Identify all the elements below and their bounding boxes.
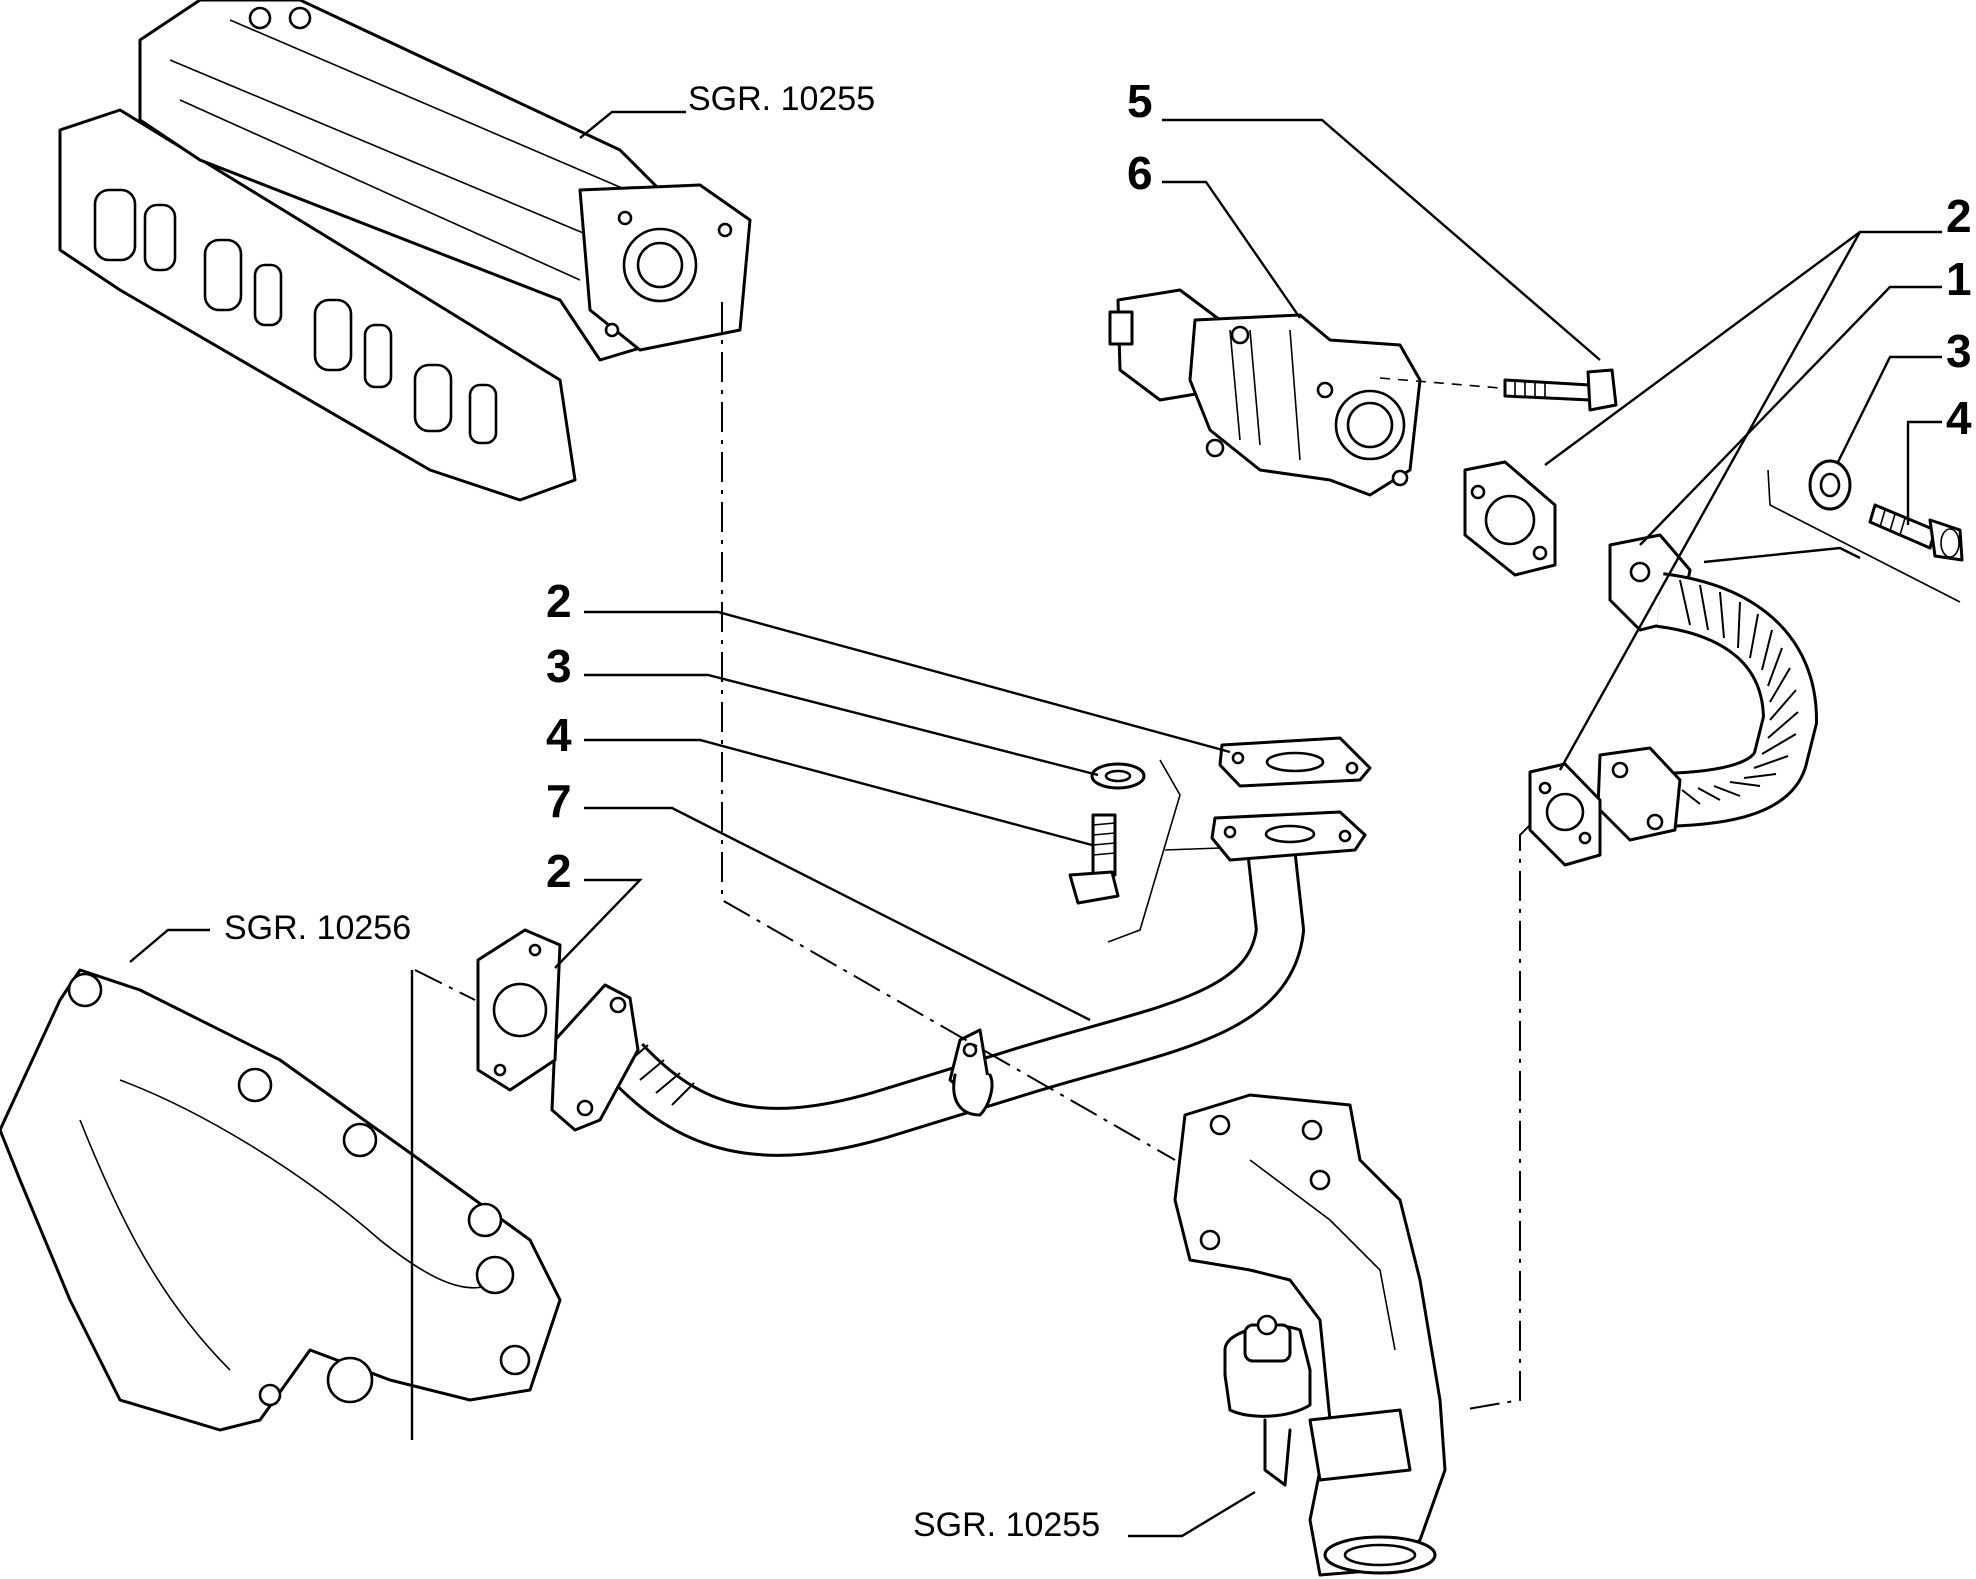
leader-left-2 xyxy=(554,878,643,969)
bracket-mid xyxy=(1107,759,1181,943)
intake-manifold xyxy=(58,0,752,502)
leader-mid-3 xyxy=(584,673,1099,777)
leader-right-2a xyxy=(1544,230,1942,466)
assembly-line-exhaust-top xyxy=(414,969,476,1001)
leader-right-2b xyxy=(1558,231,1862,771)
callout-5: 5 xyxy=(1127,75,1153,127)
washer-mid xyxy=(1090,762,1146,790)
gasket-mid xyxy=(1218,736,1372,788)
callout-left-2: 2 xyxy=(546,845,572,897)
leader-right-4 xyxy=(1906,420,1942,525)
leader-intake-manifold xyxy=(579,110,686,139)
callout-right-4: 4 xyxy=(1946,392,1972,444)
exhaust-manifold xyxy=(0,968,562,1432)
axis-bolt-top xyxy=(1379,377,1501,389)
egr-elbow xyxy=(1173,1093,1447,1577)
callout-6: 6 xyxy=(1127,147,1153,199)
gasket-left xyxy=(476,928,562,1092)
callout-mid-7: 7 xyxy=(546,775,572,827)
bolt-top xyxy=(1503,368,1618,412)
ref-egr-elbow: SGR. 10255 xyxy=(913,1506,1101,1544)
leader-mid-4 xyxy=(584,738,1093,847)
bolt-mid xyxy=(1068,813,1120,905)
bracket-mid-stub xyxy=(1164,847,1221,851)
egr-pipe xyxy=(550,810,1367,1157)
callout-right-3: 3 xyxy=(1946,325,1972,377)
leader-egr-elbow xyxy=(1128,1490,1256,1538)
leader-6 xyxy=(1162,180,1301,319)
callout-mid-3: 3 xyxy=(546,640,572,692)
leader-right-1-bracket xyxy=(1703,546,1861,564)
bolt-right xyxy=(1868,503,1964,562)
ref-exhaust-manifold: SGR. 10256 xyxy=(224,909,412,947)
callout-mid-4: 4 xyxy=(546,709,572,761)
gasket-valve xyxy=(1463,460,1557,577)
leader-right-1 xyxy=(1639,285,1942,546)
leader-exhaust-manifold xyxy=(129,928,210,963)
bracket-right xyxy=(1767,469,1961,603)
leader-mid-7 xyxy=(584,806,1091,1022)
assembly-line-right xyxy=(1461,824,1531,1411)
leader-5 xyxy=(1162,118,1601,361)
leader-mid-2 xyxy=(584,610,1231,754)
callout-right-1: 1 xyxy=(1946,253,1972,305)
callout-mid-2: 2 xyxy=(546,575,572,627)
callout-right-2: 2 xyxy=(1946,190,1972,242)
egr-valve xyxy=(1108,288,1422,497)
gasket-right xyxy=(1528,762,1602,867)
corrugated-pipe xyxy=(1596,533,1819,842)
ref-intake-manifold: SGR. 10255 xyxy=(688,80,876,118)
washer-right xyxy=(1808,459,1852,511)
leader-right-3 xyxy=(1836,355,1942,463)
